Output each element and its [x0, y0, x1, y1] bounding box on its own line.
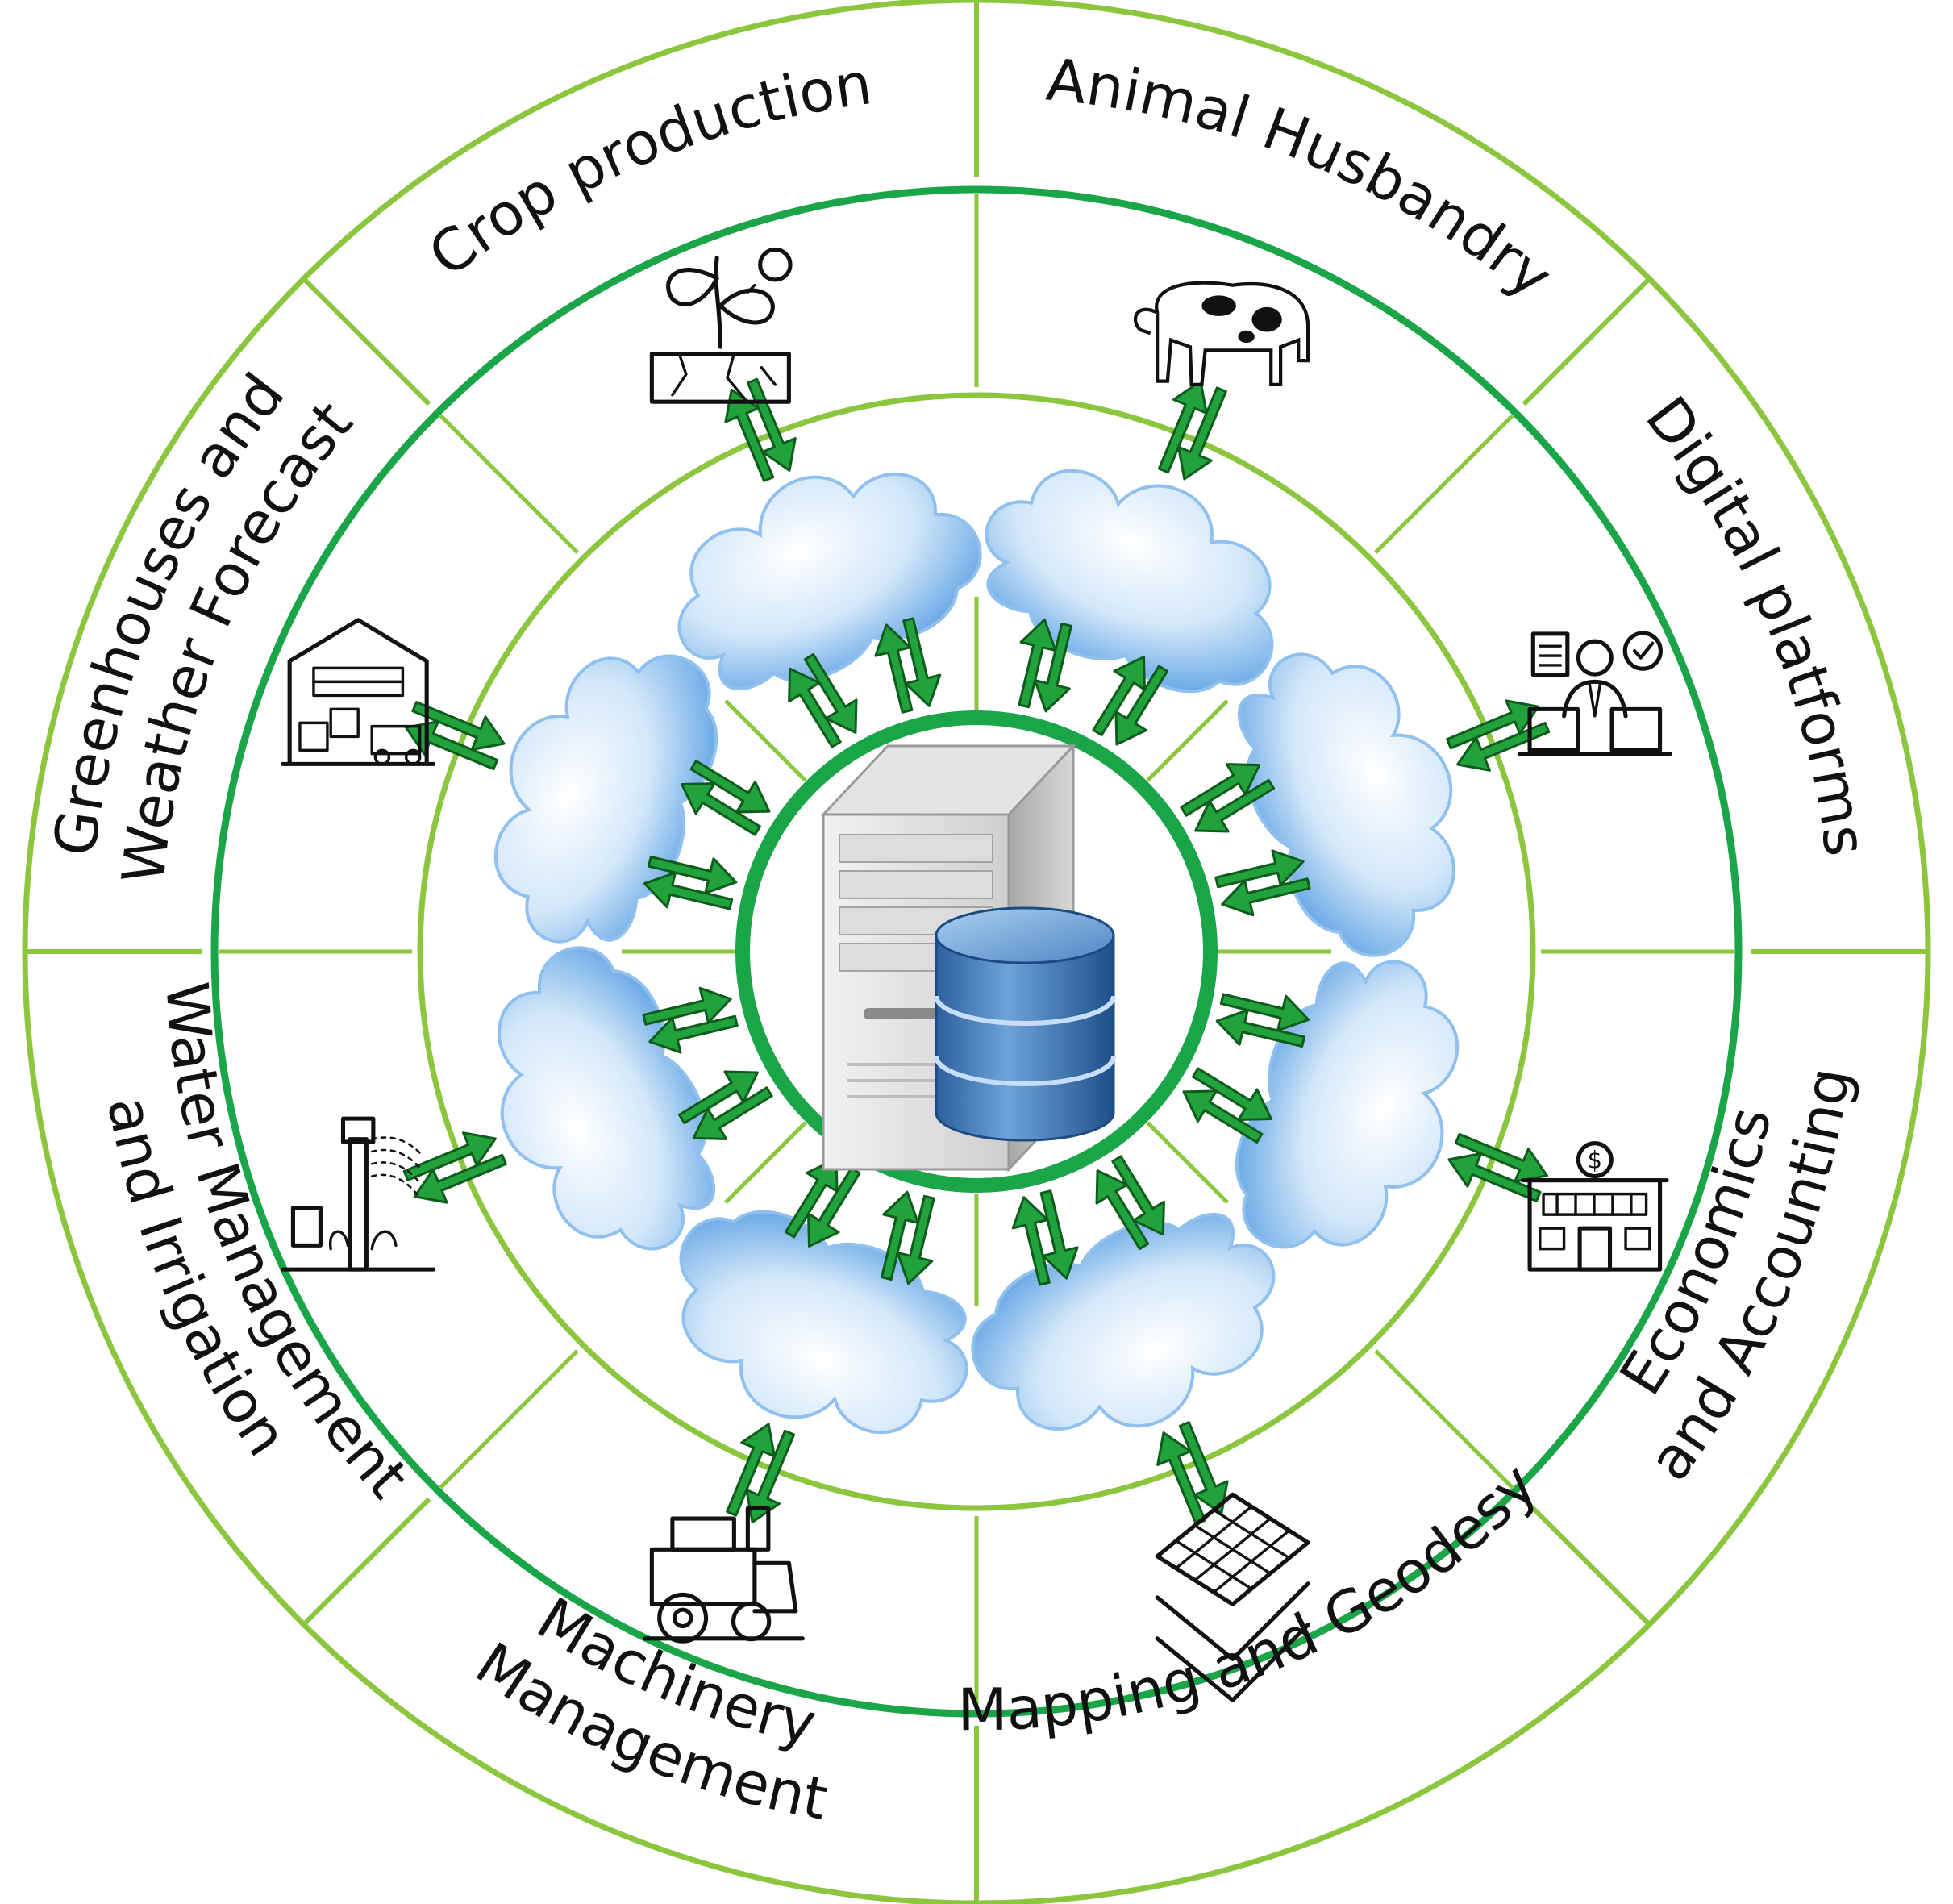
sector-divider-mid	[439, 1349, 579, 1489]
cloud-sector-arrows	[404, 701, 506, 771]
concentric-rings	[22, 0, 1931, 1904]
cloud-sector-arrows	[1446, 699, 1551, 772]
cloud-sector-arrows	[1157, 379, 1227, 481]
server-cloud-arrows	[1018, 618, 1072, 713]
map-layers-icon	[1155, 1492, 1310, 1702]
warehouse-icon	[281, 618, 436, 766]
sector-label-line: Digital platforms	[1633, 384, 1880, 860]
server-cloud-arrows	[788, 652, 858, 748]
sector-label-line: Crop production	[416, 49, 876, 290]
plant-icon	[649, 247, 793, 404]
sector-divider-outer	[1522, 277, 1651, 406]
svg-text:$: $	[1588, 1146, 1602, 1173]
cloud-node	[971, 1213, 1276, 1431]
cloud-sector-arrows	[1447, 1132, 1549, 1202]
sector-label-crop-production: Crop production	[416, 49, 876, 290]
irrigation-icon	[281, 1116, 436, 1272]
server-cloud-arrows	[874, 617, 942, 714]
sector-label-line: Animal Husbandry	[1043, 45, 1565, 310]
sector-divider-mid	[1374, 414, 1514, 554]
server-cloud-arrows	[881, 1190, 935, 1285]
inner-ring	[417, 392, 1536, 1511]
server-cloud-arrows	[1180, 763, 1276, 833]
server-cloud-arrows	[677, 1070, 773, 1140]
sector-divider-inner	[724, 1121, 807, 1204]
cloud-node	[677, 473, 982, 690]
server-cloud-arrows	[1214, 849, 1311, 917]
sector-icons: $	[281, 247, 1672, 1702]
sector-label-animal-husbandry: Animal Husbandry	[1043, 45, 1565, 310]
server-cloud-arrows	[642, 986, 739, 1054]
sector-divider-outer	[302, 1497, 431, 1626]
server-cloud-arrows	[681, 759, 771, 836]
server-database-icon	[820, 743, 1116, 1173]
cloud-sector-arrows	[726, 1423, 796, 1524]
outer-ring	[22, 0, 1931, 1904]
sector-divider-mid	[1374, 1349, 1514, 1489]
data-flow-arrows	[402, 377, 1551, 1526]
server-cloud-arrows	[784, 1157, 861, 1248]
sector-divider-inner	[1146, 699, 1229, 782]
cow-icon	[1133, 281, 1310, 387]
server-cloud-arrows	[643, 856, 738, 910]
bank-icon: $	[1521, 1141, 1669, 1272]
cloud-sector-arrows	[1156, 1421, 1229, 1526]
sector-label-digital-platforms: Digital platforms	[1633, 384, 1880, 860]
middle-ring	[210, 185, 1743, 1718]
server-cloud-arrows	[1215, 993, 1310, 1048]
sector-label-line: Mapping and Geodesy	[957, 1451, 1550, 1744]
core-ring	[735, 710, 1218, 1193]
server-cloud-arrows	[1011, 1189, 1079, 1286]
cloud-node	[1238, 652, 1455, 957]
server-cloud-arrows	[1182, 1067, 1272, 1144]
presenter-icon	[1517, 631, 1672, 756]
cloud-sector-arrows	[402, 1131, 507, 1204]
sector-divider-inner	[1146, 1121, 1229, 1204]
sector-divider-mid	[439, 414, 579, 554]
sector-divider-outer	[1522, 1497, 1651, 1626]
sector-dividers	[27, 2, 1926, 1902]
sector-label-mapping-geodesy: Mapping and Geodesy	[957, 1451, 1550, 1744]
sector-divider-outer	[302, 277, 431, 406]
server-cloud-arrows	[1095, 1155, 1165, 1251]
server-cloud-arrows	[1092, 656, 1169, 746]
cloud-sector-arrows	[724, 377, 797, 482]
cloud-node	[498, 946, 715, 1251]
harvester-icon	[643, 1506, 805, 1644]
sector-divider-inner	[724, 699, 807, 782]
